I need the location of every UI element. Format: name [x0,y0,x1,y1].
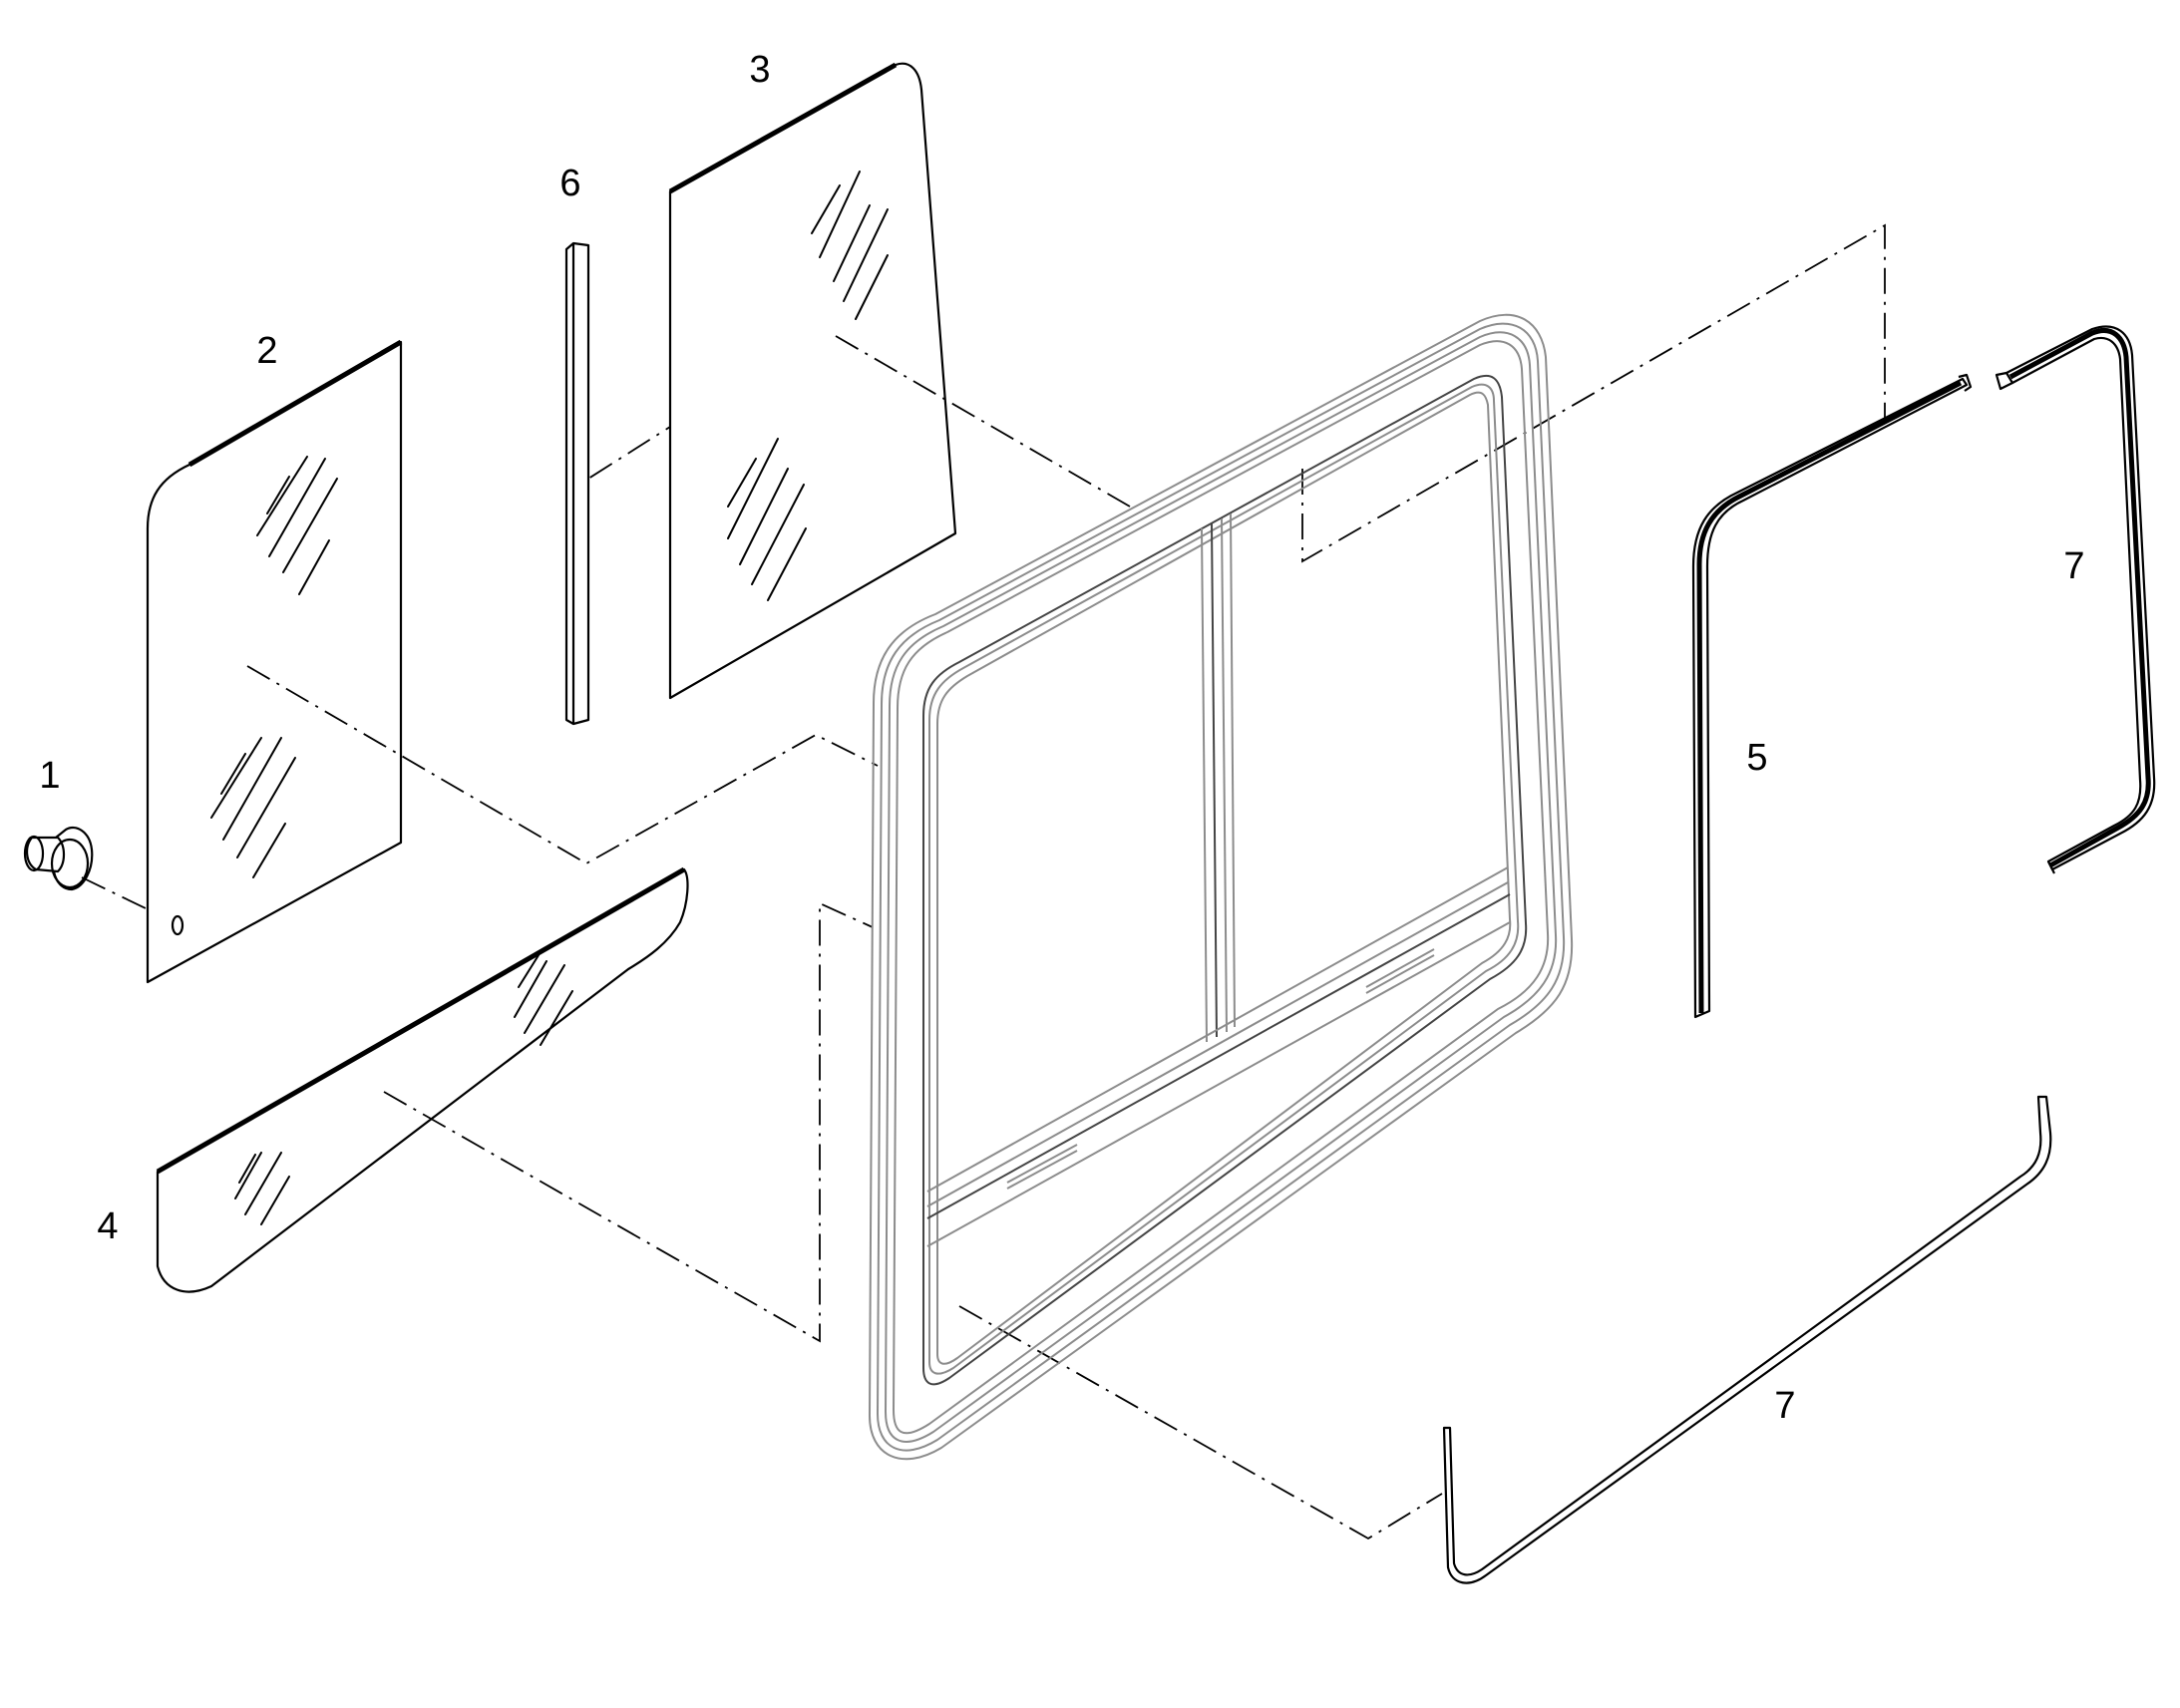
part-3-glass-panel [668,62,957,700]
callouts: 1 2 3 4 5 6 7 7 [39,49,2084,1427]
callout-6: 6 [559,163,580,204]
callout-2: 2 [256,330,277,372]
main-window-frame [869,313,1574,1461]
callout-4: 4 [97,1205,118,1247]
part-7-seal-lower [1442,1095,2052,1584]
callout-7-upper: 7 [2063,545,2084,587]
part-7-seal-upper [1995,325,2156,874]
part-4-glass-strip [156,866,689,1293]
leader-lines [81,223,1886,1540]
callout-3: 3 [749,49,770,91]
part-5-seal [1691,373,1973,1019]
part-2-glass-panel [146,339,403,984]
part-1-knob [23,826,94,891]
callout-1: 1 [39,755,60,797]
callout-7-lower: 7 [1774,1385,1795,1427]
callout-5: 5 [1746,737,1767,779]
part-6-strip [564,241,590,726]
